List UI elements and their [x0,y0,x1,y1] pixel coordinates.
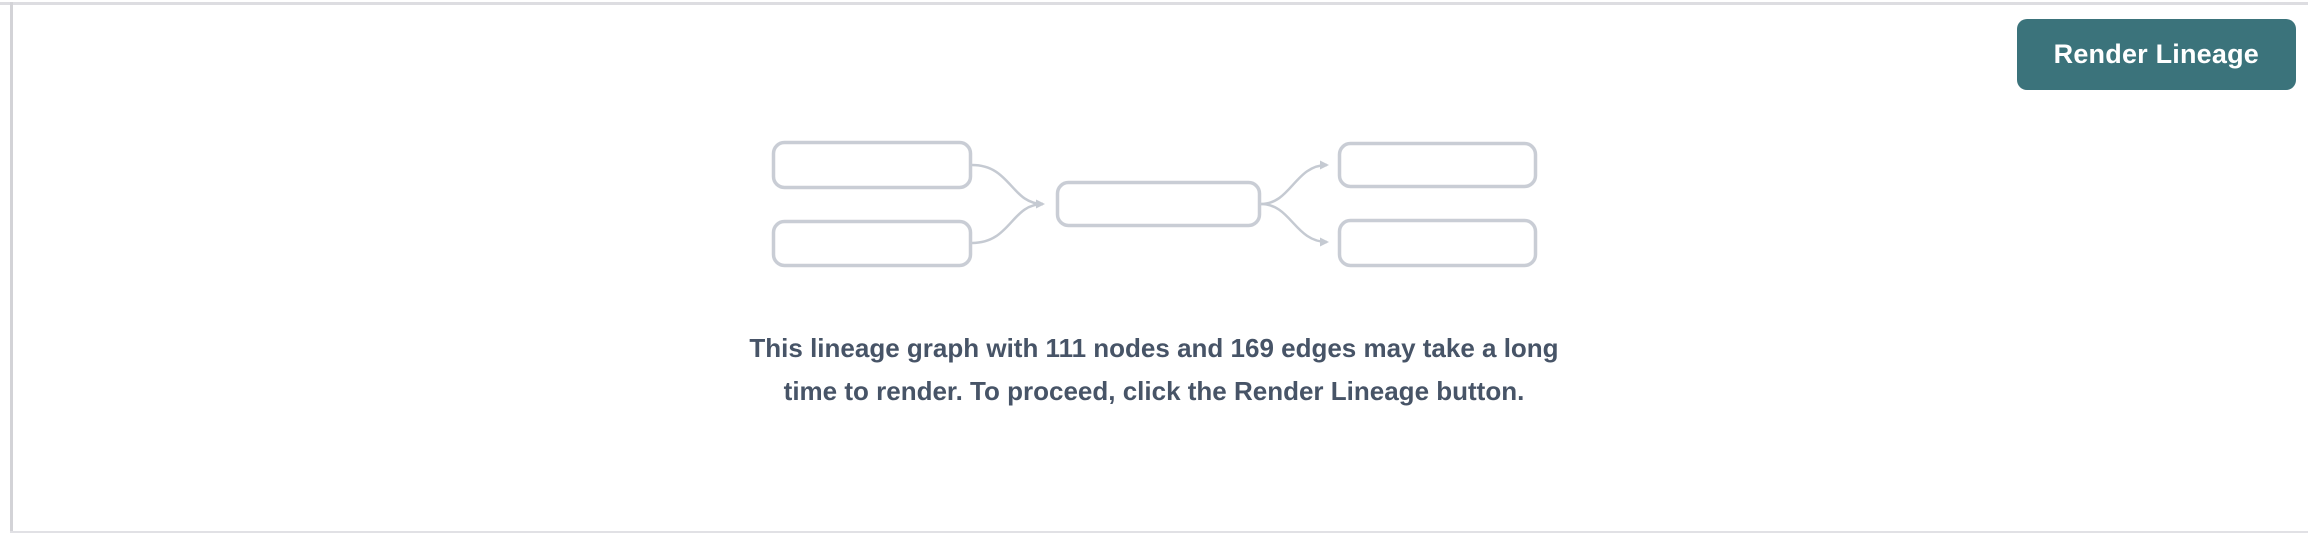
placeholder-node-right-bottom [1337,218,1538,268]
bottom-divider [10,531,2308,533]
placeholder-node-left-bottom [771,219,973,268]
placeholder-node-right-top [1337,141,1538,189]
placeholder-node-left-top [771,140,973,190]
placeholder-edge-left-bottom [971,202,1044,245]
placeholder-edge-right-top [1260,160,1329,206]
placeholder-edge-right-bottom [1260,202,1329,247]
render-lineage-button[interactable]: Render Lineage [2016,19,2296,90]
lineage-warning-message: This lineage graph with 111 nodes and 16… [749,333,1559,406]
lineage-placeholder-graphic [771,140,1538,268]
placeholder-node-center [1055,180,1262,228]
left-divider [10,2,13,531]
top-divider [0,2,2308,5]
placeholder-edge-left-top [971,163,1045,209]
